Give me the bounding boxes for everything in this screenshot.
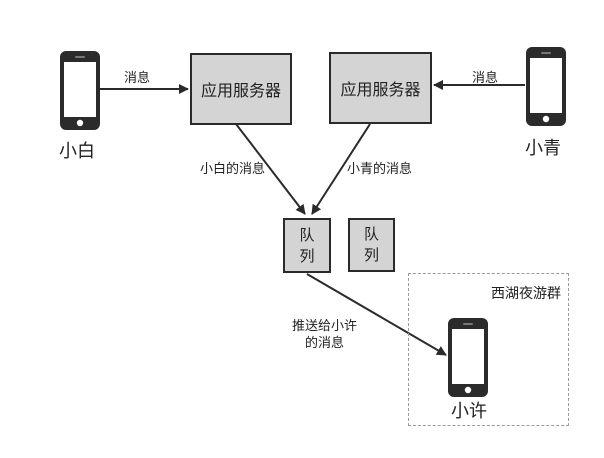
message-queue-right: 队 列 bbox=[348, 218, 395, 272]
edge-label-xiaoqing-message: 消息 bbox=[472, 71, 499, 86]
edge-label-xiaoqing-queue: 小青的消息 bbox=[347, 162, 413, 177]
arrow-server-right-to-queue bbox=[311, 123, 371, 215]
user-name-xiaoqing: 小青 bbox=[525, 138, 561, 159]
edge-label-push-to-xiaoxu: 推送给小许 的消息 bbox=[292, 319, 358, 351]
user-name-xiaobai: 小白 bbox=[59, 141, 95, 162]
user-name-xiaoxu: 小许 bbox=[451, 401, 487, 422]
group-chat-container bbox=[408, 273, 569, 426]
app-server-left: 应用服务器 bbox=[190, 53, 292, 125]
smartphone-icon bbox=[526, 47, 566, 126]
app-server-right: 应用服务器 bbox=[329, 52, 432, 124]
arrow-server-left-to-queue bbox=[235, 123, 306, 215]
group-chat-title: 西湖夜游群 bbox=[491, 286, 561, 302]
message-queue-left: 队 列 bbox=[283, 218, 331, 273]
smartphone-icon bbox=[60, 51, 100, 130]
arrow-queue-to-xiaoxu bbox=[306, 273, 447, 356]
edge-label-xiaobai-message: 消息 bbox=[124, 71, 151, 86]
smartphone-icon bbox=[448, 318, 488, 397]
edge-label-xiaobai-queue: 小白的消息 bbox=[200, 162, 266, 177]
